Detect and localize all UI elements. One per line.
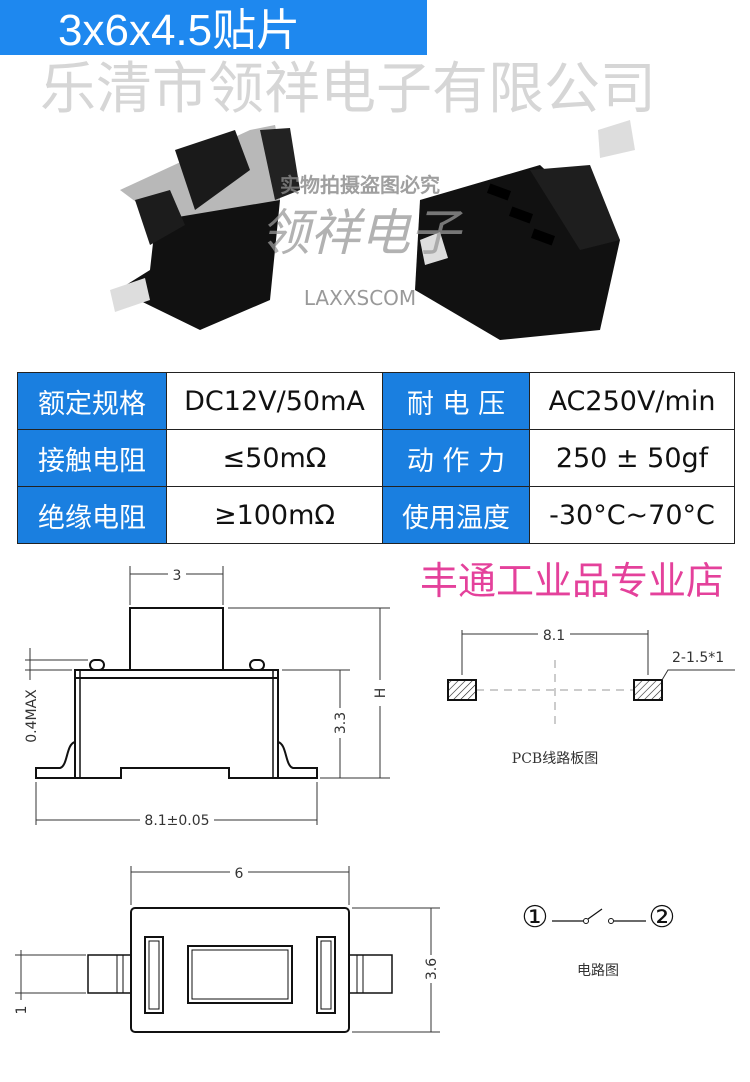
spec-row: 额定规格 DC12V/50mA 耐 电 压 AC250V/min [17, 372, 735, 430]
spec-label: 耐 电 压 [382, 372, 530, 430]
pin-2-label: ② [649, 900, 676, 935]
spec-row: 绝缘电阻 ≥100mΩ 使用温度 -30°C~70°C [17, 486, 735, 544]
spec-value: -30°C~70°C [529, 486, 735, 544]
spec-label: 动 作 力 [382, 429, 530, 487]
title-banner: 3x6x4.5贴片 [0, 0, 427, 55]
dim-top-width: 6 [235, 866, 244, 882]
dim-total-width: 8.1±0.05 [144, 813, 209, 829]
pcb-pad [633, 679, 663, 701]
spec-value: ≤50mΩ [166, 429, 383, 487]
side-view-drawing: 3 8.1±0.05 H 3.3 0.4MAX [24, 566, 390, 829]
dim-lead-width: 1 [14, 1006, 30, 1015]
spec-row: 接触电阻 ≤50mΩ 动 作 力 250 ± 50gf [17, 429, 735, 487]
title: 3x6x4.5贴片 [58, 6, 301, 55]
product-photo: 实物拍摄盗图必究 领祥电子 LAXXSCOM [110, 120, 635, 340]
spec-value: DC12V/50mA [166, 372, 383, 430]
pcb-caption: PCB线路板图 [512, 751, 598, 767]
spec-label: 使用温度 [382, 486, 530, 544]
circuit-caption: 电路图 [577, 963, 619, 979]
spec-value: 250 ± 50gf [529, 429, 735, 487]
top-view-drawing: 6 3.6 1 [14, 864, 440, 1033]
pad-size-label: 2-1.5*1 [672, 650, 724, 666]
store-watermark: 丰通工业品专业店 [420, 559, 725, 603]
dim-actuator-width: 3 [173, 568, 182, 584]
photo-watermark-top: 实物拍摄盗图必究 [280, 173, 440, 197]
spec-value: ≥100mΩ [166, 486, 383, 544]
company-watermark: 乐清市领祥电子有限公司 [40, 57, 656, 122]
pcb-pad [447, 679, 477, 701]
pin-1-label: ① [522, 900, 549, 935]
dim-height: H [373, 688, 389, 699]
spec-label: 额定规格 [17, 372, 167, 430]
spec-label: 接触电阻 [17, 429, 167, 487]
dim-top-height: 3.6 [424, 958, 440, 980]
pcb-dim: 8.1 [543, 628, 565, 644]
dim-gap: 0.4MAX [24, 689, 40, 743]
spec-table: 额定规格 DC12V/50mA 耐 电 压 AC250V/min 接触电阻 ≤5… [17, 372, 735, 544]
dim-body-height: 3.3 [333, 712, 349, 734]
pcb-layout-drawing: 8.1 2-1.5*1 PCB线路板图 [447, 626, 735, 767]
spec-label: 绝缘电阻 [17, 486, 167, 544]
circuit-diagram: ① ② 电路图 [522, 900, 676, 979]
photo-watermark-brand: LAXXSCOM [304, 286, 416, 310]
photo-watermark-mid: 领祥电子 [260, 204, 463, 262]
